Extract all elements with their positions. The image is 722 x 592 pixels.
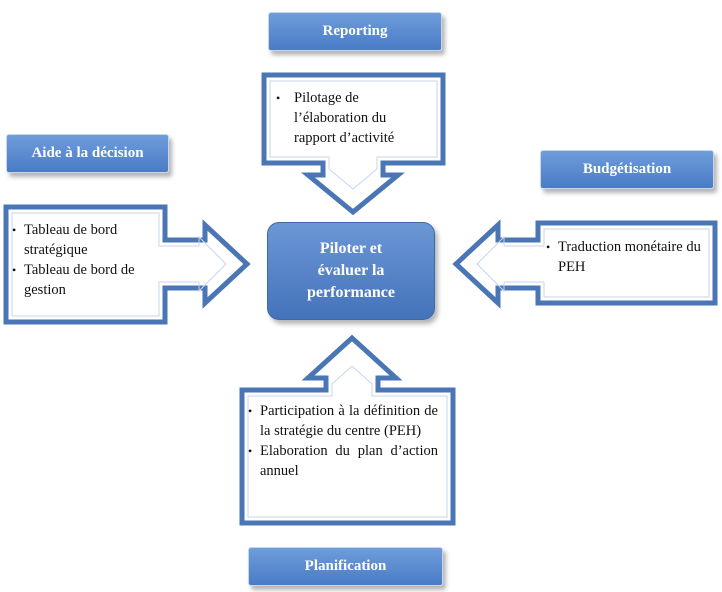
- center-box: Piloter et évaluer la performance: [267, 222, 435, 320]
- bottom-callout-text: Participation à la définition de la stra…: [248, 401, 438, 481]
- bottom-callout-item-1: Participation à la définition de la stra…: [248, 401, 438, 441]
- budgetisation-label: Budgétisation: [540, 150, 714, 189]
- center-line-2: évaluer la: [317, 262, 385, 279]
- reporting-label-text: Reporting: [322, 23, 388, 39]
- aide-decision-label-text: Aide à la décision: [31, 145, 144, 161]
- center-line-1: Piloter et: [319, 240, 383, 257]
- left-callout-item-2: Tableau de bord de gestion: [12, 260, 164, 300]
- planification-label: Planification: [248, 547, 443, 586]
- center-title: Piloter et évaluer la performance: [291, 238, 411, 304]
- right-callout-item-1: Traduction monétaire du PEH: [546, 237, 706, 277]
- aide-decision-label: Aide à la décision: [6, 134, 169, 173]
- reporting-label: Reporting: [268, 12, 442, 51]
- top-callout-text: Pilotage de l’élaboration du rapport d’a…: [276, 88, 426, 148]
- budgetisation-label-text: Budgétisation: [582, 161, 672, 177]
- center-line-3: performance: [307, 284, 395, 301]
- planification-label-text: Planification: [304, 558, 387, 574]
- bottom-callout-item-2: Elaboration du plan d’action annuel: [248, 441, 438, 481]
- top-callout-item-1: Pilotage de l’élaboration du rapport d’a…: [276, 88, 426, 148]
- left-callout-text: Tableau de bord stratégique Tableau de b…: [12, 220, 164, 300]
- right-callout-text: Traduction monétaire du PEH: [546, 237, 706, 277]
- left-callout-item-1: Tableau de bord stratégique: [12, 220, 164, 260]
